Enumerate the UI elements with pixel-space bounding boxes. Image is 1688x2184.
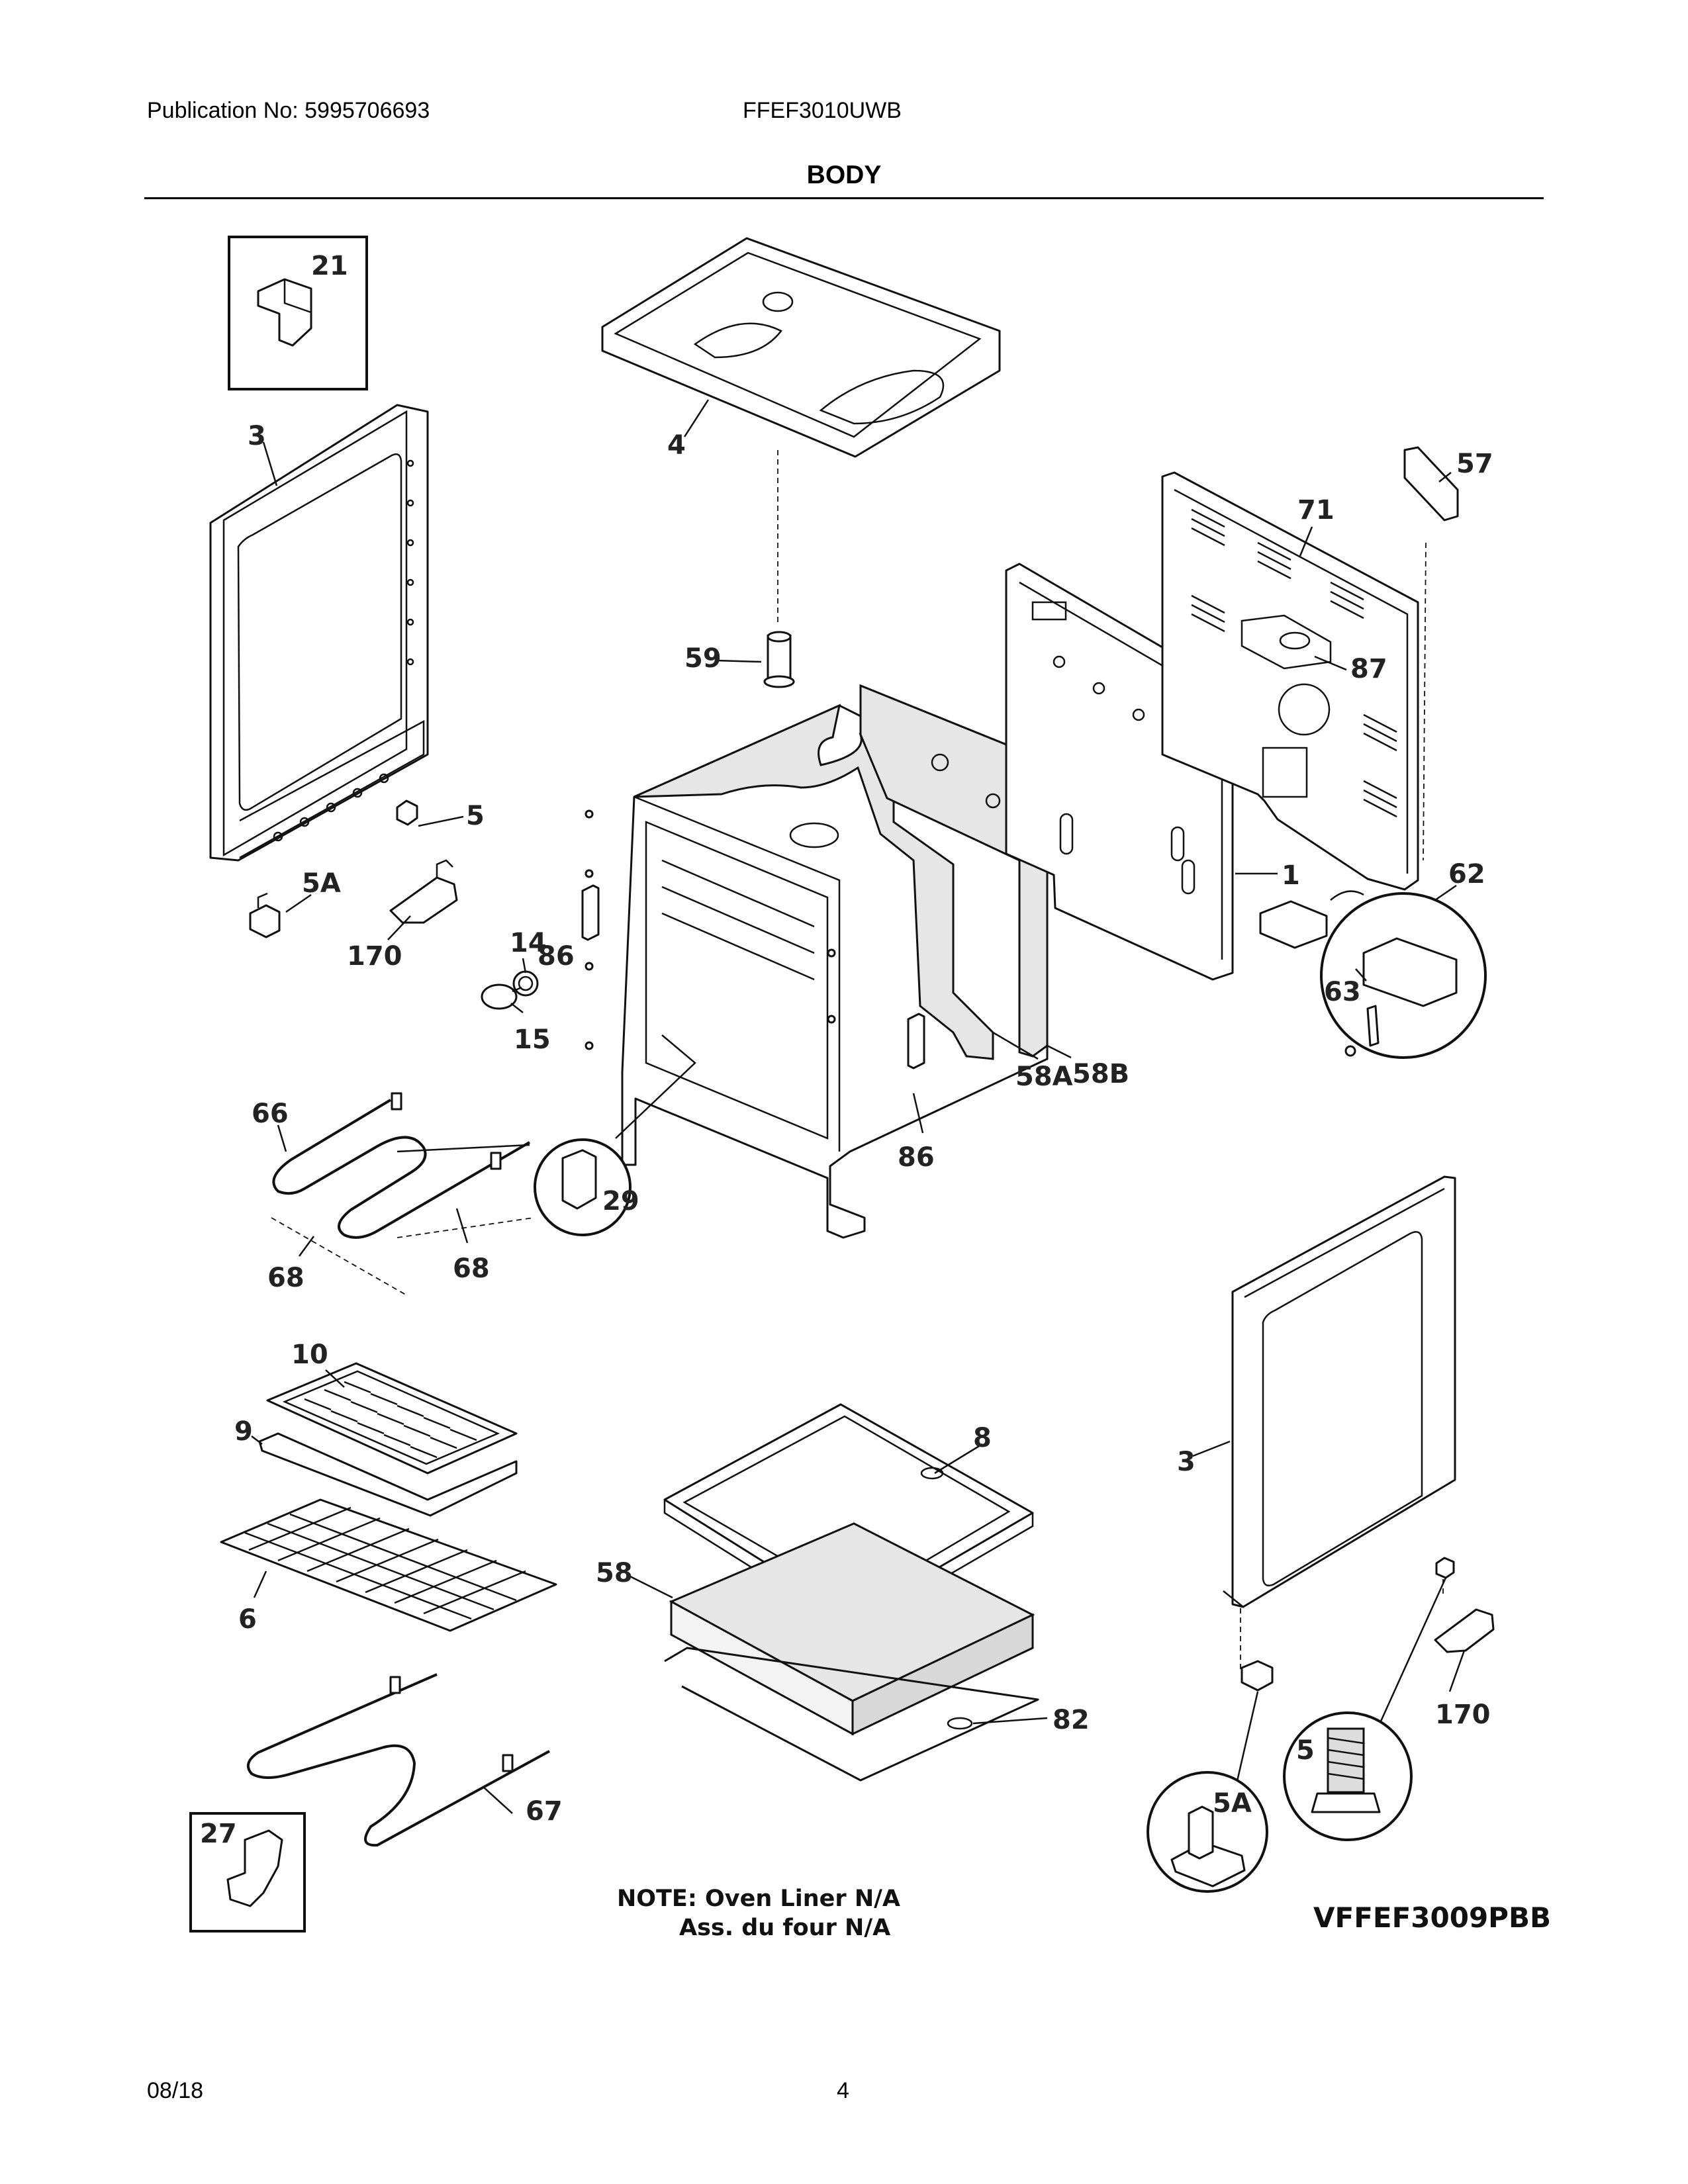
callout-68-right: 68 xyxy=(453,1253,490,1284)
callout-170-left: 170 xyxy=(347,941,402,972)
part-5A-leg-bracket-right xyxy=(1241,1660,1274,1692)
part-9-broiler-pan xyxy=(258,1432,518,1517)
callout-5A-left: 5A xyxy=(302,868,341,899)
part-15-lamp-bulb xyxy=(481,983,522,1010)
callout-5-left: 5 xyxy=(466,801,485,831)
part-3-side-panel-right xyxy=(1223,1175,1456,1608)
part-29-bracket-detail xyxy=(534,1034,696,1236)
part-86-hinge-receiver-right xyxy=(907,1013,925,1069)
part-58A-insulation xyxy=(633,704,994,1060)
part-4-top-panel xyxy=(601,237,1001,458)
callout-21: 21 xyxy=(311,251,348,281)
callout-8: 8 xyxy=(973,1423,992,1453)
part-14-lamp-socket xyxy=(512,970,539,997)
publication-number: Publication No: 5995706693 xyxy=(147,98,430,123)
part-71-rear-cover xyxy=(1161,471,1419,891)
part-6-oven-rack xyxy=(220,1498,557,1632)
part-68-insulator-right xyxy=(397,1217,534,1238)
callout-57: 57 xyxy=(1456,449,1493,479)
footer-date: 08/18 xyxy=(147,2078,204,2103)
part-86-hinge-receiver-left xyxy=(581,884,600,941)
callout-86-left: 86 xyxy=(538,941,575,972)
footer-page-number: 4 xyxy=(837,2078,849,2103)
part-5A-leg-bracket-left xyxy=(249,892,281,938)
part-66-bake-element xyxy=(272,1092,531,1239)
part-21-bracket xyxy=(228,236,368,390)
part-68-insulator-left xyxy=(271,1217,408,1297)
part-170-bracket-left xyxy=(389,859,458,924)
part-170-bracket-right xyxy=(1434,1608,1495,1653)
part-67-broil-element xyxy=(246,1673,550,1847)
part-57-cover-plate xyxy=(1403,446,1459,522)
callout-66: 66 xyxy=(252,1099,289,1129)
callout-3-right: 3 xyxy=(1177,1447,1196,1477)
callout-58A: 58A xyxy=(1015,1062,1073,1092)
callout-leaders xyxy=(251,399,1466,1814)
part-62-terminal-block xyxy=(1259,890,1487,1059)
section-title: BODY xyxy=(806,161,882,189)
front-frame-screws xyxy=(585,809,836,1050)
callout-15: 15 xyxy=(514,1024,551,1055)
callout-82: 82 xyxy=(1053,1705,1090,1735)
note-line-2: Ass. du four N/A xyxy=(679,1915,890,1941)
callout-67: 67 xyxy=(526,1796,563,1827)
callout-59: 59 xyxy=(684,643,722,674)
part-10-broiler-pan-insert xyxy=(266,1362,518,1475)
part-82-bottom-plate xyxy=(664,1647,1039,1782)
callout-27: 27 xyxy=(200,1819,237,1849)
callout-63: 63 xyxy=(1324,977,1361,1007)
callout-5A-detail: 5A xyxy=(1213,1788,1252,1819)
callout-170-right: 170 xyxy=(1435,1700,1491,1730)
callout-68-left: 68 xyxy=(267,1263,305,1293)
callout-4: 4 xyxy=(667,430,686,461)
callout-58B: 58B xyxy=(1072,1059,1129,1089)
header-rule xyxy=(144,197,1544,199)
detail-5A-bracket xyxy=(1147,1691,1268,1893)
callout-1: 1 xyxy=(1282,860,1300,891)
callout-29: 29 xyxy=(602,1186,639,1216)
part-3-side-panel-left xyxy=(209,404,429,862)
detail-5-leveling-leg xyxy=(1283,1577,1447,1841)
part-5-leveling-leg-right xyxy=(1435,1557,1455,1579)
part-5-leveling-leg-left xyxy=(396,799,418,826)
guide-line-57 xyxy=(1423,542,1427,861)
diagram-code: VFFEF3009PBB xyxy=(1313,1901,1551,1934)
callout-9: 9 xyxy=(234,1416,253,1447)
callout-71: 71 xyxy=(1297,495,1335,525)
callout-3-left: 3 xyxy=(248,421,266,451)
callout-86-right: 86 xyxy=(898,1142,935,1173)
callout-5-detail: 5 xyxy=(1296,1735,1315,1766)
callout-58: 58 xyxy=(596,1558,633,1588)
part-27-bracket xyxy=(189,1812,306,1933)
part-58-insulation-pad xyxy=(669,1522,1035,1736)
callout-14: 14 xyxy=(510,928,547,958)
callout-62: 62 xyxy=(1448,859,1485,889)
callout-6: 6 xyxy=(238,1604,257,1635)
note-line-1: NOTE: Oven Liner N/A xyxy=(617,1886,900,1912)
callout-87: 87 xyxy=(1350,654,1387,684)
callout-10: 10 xyxy=(291,1340,328,1370)
part-59-post xyxy=(763,631,795,688)
model-number: FFEF3010UWB xyxy=(743,98,902,123)
